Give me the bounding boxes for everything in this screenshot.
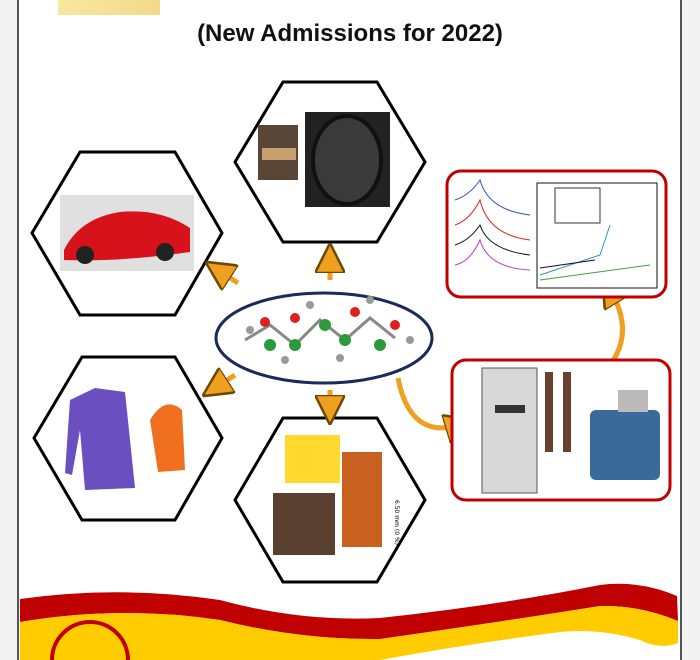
specimen-image bbox=[545, 372, 553, 452]
bottom-banner bbox=[20, 583, 678, 660]
hexagon-top bbox=[233, 80, 427, 244]
center-molecule bbox=[214, 291, 434, 385]
header-image bbox=[58, 0, 160, 15]
aligner-image bbox=[273, 493, 335, 555]
hexagon-bottom: 6.50 mm (0 %) bbox=[233, 416, 427, 584]
hexagon-top-left bbox=[30, 150, 224, 317]
instruments-panel bbox=[450, 358, 672, 502]
logo-emblem bbox=[50, 620, 130, 660]
arrow-to-instruments bbox=[395, 377, 460, 428]
hexagon-bottom-left bbox=[32, 355, 224, 522]
poster-subtitle: (New Admissions for 2022) bbox=[197, 20, 503, 47]
tensile-tester-image bbox=[481, 367, 538, 494]
glove-image bbox=[150, 404, 185, 472]
lattice-image bbox=[285, 435, 340, 483]
rook-image bbox=[342, 452, 382, 547]
shirt-image bbox=[65, 388, 135, 490]
arrow-up-left bbox=[218, 270, 240, 283]
arrow-down-left bbox=[215, 375, 237, 388]
analyzer-image bbox=[590, 410, 660, 480]
scale-label: 6.50 mm (0 %) bbox=[393, 500, 400, 545]
curves-panel bbox=[445, 169, 668, 299]
